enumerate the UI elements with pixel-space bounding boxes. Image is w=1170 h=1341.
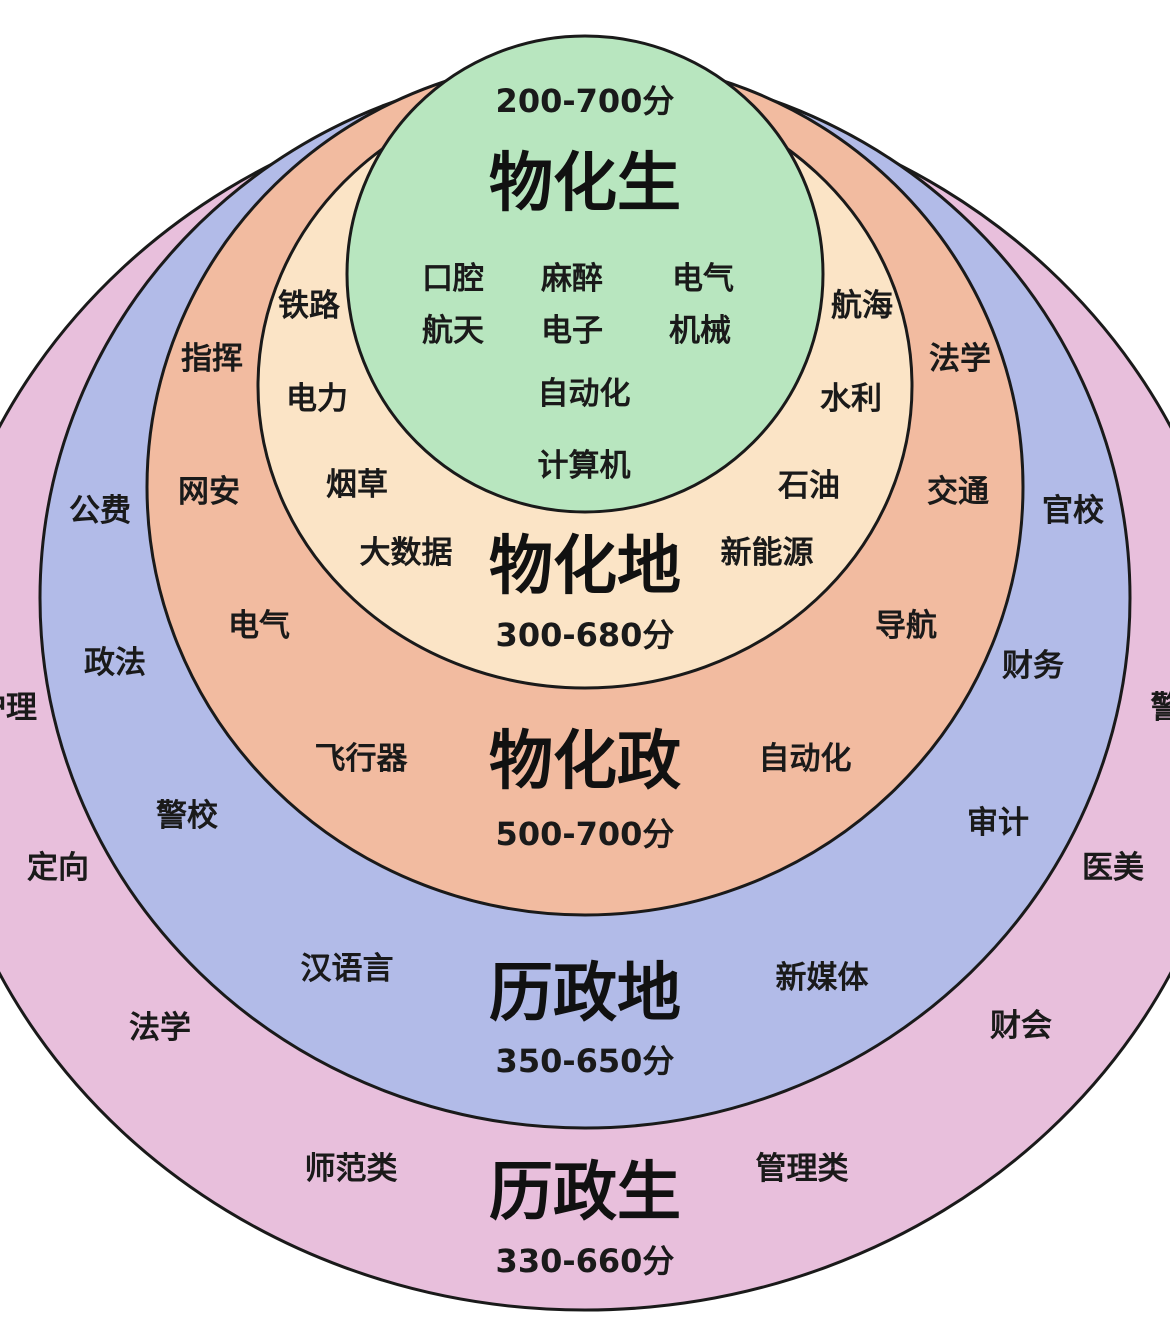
title-wuhuazheng: 物化政 [489, 725, 681, 799]
major-label: 师范类 [305, 1151, 398, 1187]
major-label: 交通 [927, 474, 989, 510]
major-label: 警 [1151, 690, 1170, 726]
major-label: 烟草 [326, 467, 388, 503]
major-label: 网安 [178, 474, 240, 510]
major-label: 导航 [875, 608, 937, 644]
major-label: 航海 [831, 288, 893, 324]
score-wuhuasheng: 200-700分 [496, 82, 675, 120]
title-wuhuasheng: 物化生 [489, 147, 681, 221]
major-label: 指挥 [181, 341, 243, 377]
major-label: 航天 [422, 313, 484, 349]
major-label: 公费 [69, 493, 131, 529]
major-label: 医美 [1082, 850, 1144, 886]
major-label: 飞行器 [315, 741, 409, 777]
major-label: 电气 [672, 261, 734, 297]
score-wuhuadi: 300-680分 [496, 616, 675, 654]
score-wuhuazheng: 500-700分 [496, 815, 675, 853]
major-label: 财务 [1002, 648, 1064, 684]
major-label: 电力 [286, 381, 348, 417]
major-label: 财会 [990, 1008, 1052, 1044]
major-label: 电气 [228, 608, 290, 644]
major-label: 计算机 [538, 448, 631, 484]
major-label: 石油 [777, 468, 840, 504]
major-label: 管理类 [756, 1151, 849, 1187]
score-lizhengsheng: 330-660分 [496, 1242, 675, 1280]
title-lizhengdi: 历政地 [489, 957, 681, 1031]
major-label: 法学 [129, 1010, 191, 1046]
major-label: 自动化 [759, 741, 852, 777]
major-label: 定向 [27, 850, 89, 886]
major-label: 大数据 [360, 535, 453, 571]
major-label: 审计 [967, 805, 1029, 841]
major-label: 机械 [669, 313, 731, 349]
ring-wuhuasheng [345, 34, 825, 514]
major-label: 口腔 [422, 261, 484, 297]
title-lizhengsheng: 历政生 [489, 1156, 681, 1230]
major-label: 官校 [1042, 493, 1104, 529]
major-label: 新能源 [721, 535, 814, 571]
major-label: 法学 [929, 341, 991, 377]
major-label: 麻醉 [541, 261, 603, 297]
title-wuhuadi: 物化地 [489, 530, 681, 604]
major-label: 警校 [156, 798, 218, 834]
major-label: 政法 [84, 645, 146, 681]
major-label: 自动化 [538, 376, 631, 412]
major-label: 铁路 [278, 288, 341, 324]
major-label: 护理 [0, 690, 37, 726]
major-label: 汉语言 [301, 951, 394, 987]
major-label: 新媒体 [776, 960, 869, 996]
major-label: 电子 [541, 313, 603, 349]
major-label: 水利 [820, 381, 882, 417]
score-lizhengdi: 350-650分 [496, 1042, 675, 1080]
